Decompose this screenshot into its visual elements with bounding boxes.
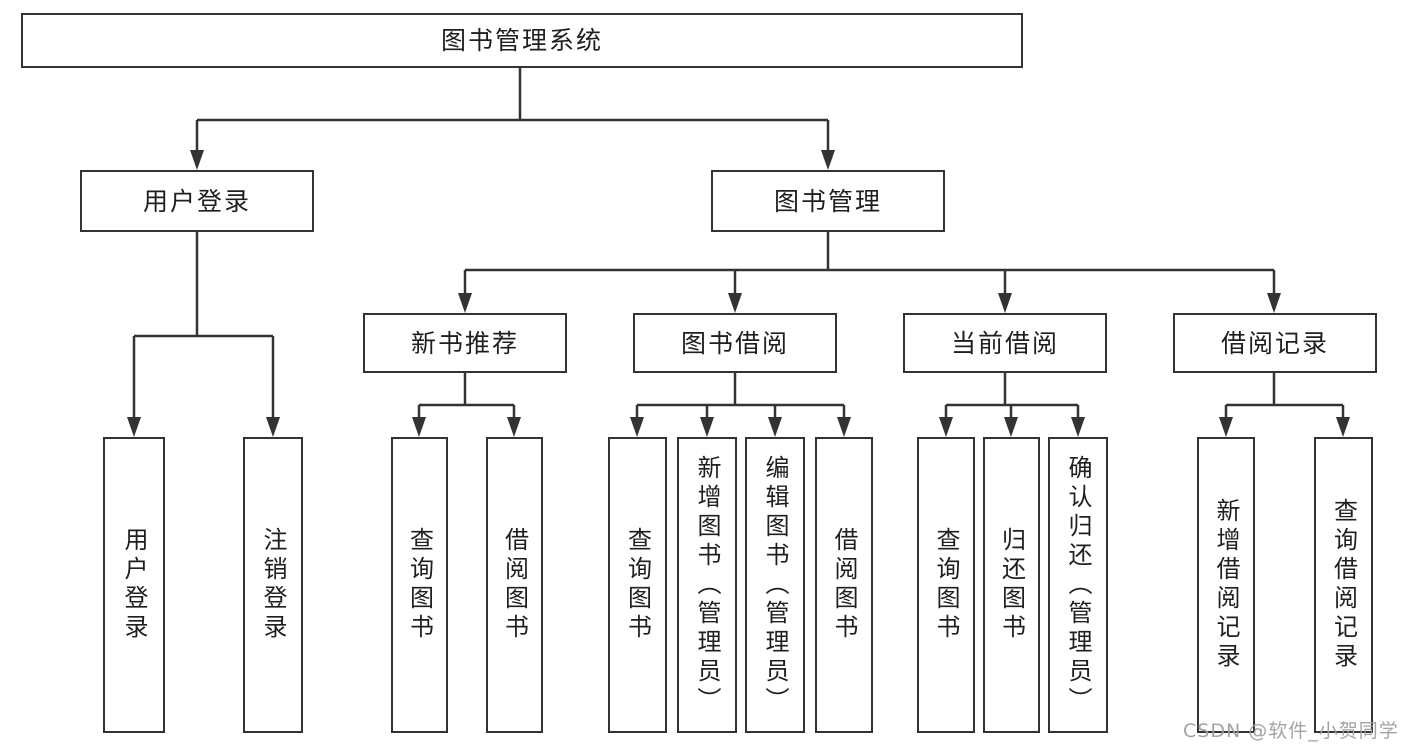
leaf-borrow-books-1-label: 借阅图书 [500, 527, 529, 643]
arrow-down-icon [127, 417, 141, 437]
node-current-borrow: 当前借阅 [903, 313, 1107, 373]
arrow-down-icon [458, 293, 472, 313]
node-new-book-recommend-label: 新书推荐 [410, 328, 519, 358]
arrow-down-icon [998, 293, 1012, 313]
leaf-borrow-books-2-label: 借阅图书 [830, 527, 858, 643]
connector-book-management-to-level3 [463, 232, 1276, 296]
arrow-down-icon [700, 417, 714, 437]
arrow-down-icon [630, 417, 644, 437]
leaf-borrow-books-2: 借阅图书 [815, 437, 873, 733]
leaf-borrow-books-1: 借阅图书 [486, 437, 543, 733]
node-book-borrow-label: 图书借阅 [680, 328, 789, 358]
arrow-down-icon [1071, 417, 1085, 437]
leaf-add-book-admin-label: 新增图书（管理员） [693, 454, 721, 716]
arrow-down-icon [1267, 293, 1281, 313]
node-new-book-recommend: 新书推荐 [363, 313, 567, 373]
arrow-down-icon [1219, 417, 1233, 437]
leaf-logout-label: 注销登录 [259, 527, 287, 643]
leaf-edit-book-admin-label: 编辑图书（管理员） [761, 454, 789, 716]
node-root: 图书管理系统 [21, 13, 1023, 68]
arrow-down-icon [266, 417, 280, 437]
node-book-management: 图书管理 [711, 170, 945, 232]
arrow-down-icon [507, 417, 521, 437]
leaf-return-book-label: 归还图书 [997, 527, 1026, 643]
connector-lines [132, 68, 1345, 420]
leaf-user-login-label: 用户登录 [120, 527, 148, 643]
node-user-login-label: 用户登录 [142, 186, 251, 216]
connector-new-book-recommend-to-leaves [417, 373, 516, 420]
arrowhead-icons [127, 150, 1350, 437]
arrow-down-icon [1336, 417, 1350, 437]
node-borrow-records-label: 借阅记录 [1220, 328, 1329, 358]
leaf-query-borrow-record-label: 查询借阅记录 [1329, 498, 1358, 672]
arrow-down-icon [190, 150, 204, 170]
leaf-query-borrow-record: 查询借阅记录 [1314, 437, 1373, 733]
arrow-down-icon [412, 417, 426, 437]
node-user-login: 用户登录 [80, 170, 314, 232]
arrow-down-icon [728, 293, 742, 313]
leaf-query-books-1: 查询图书 [391, 437, 448, 733]
csdn-watermark: CSDN @软件_小贺同学 [1183, 720, 1399, 742]
leaf-confirm-return-admin-label: 确认归还（管理员） [1064, 454, 1092, 716]
arrow-down-icon [939, 417, 953, 437]
leaf-logout: 注销登录 [243, 437, 303, 733]
connector-borrow-records-to-leaves [1224, 373, 1345, 420]
connector-user-login-to-leaves [132, 232, 275, 420]
leaf-add-borrow-record: 新增借阅记录 [1197, 437, 1255, 733]
leaf-return-book: 归还图书 [983, 437, 1040, 733]
connector-root-to-level2 [195, 68, 830, 152]
arrow-down-icon [821, 150, 835, 170]
leaf-edit-book-admin: 编辑图书（管理员） [745, 437, 805, 733]
node-book-borrow: 图书借阅 [633, 313, 837, 373]
leaf-add-borrow-record-label: 新增借阅记录 [1212, 498, 1240, 672]
leaf-query-books-2: 查询图书 [608, 437, 667, 733]
leaf-user-login: 用户登录 [103, 437, 165, 733]
leaf-add-book-admin: 新增图书（管理员） [677, 437, 737, 733]
arrow-down-icon [768, 417, 782, 437]
node-root-label: 图书管理系统 [440, 26, 603, 55]
node-borrow-records: 借阅记录 [1173, 313, 1377, 373]
leaf-query-books-3: 查询图书 [917, 437, 975, 733]
leaf-confirm-return-admin: 确认归还（管理员） [1048, 437, 1108, 733]
connector-current-borrow-to-leaves [944, 373, 1080, 420]
leaf-query-books-1-label: 查询图书 [405, 527, 434, 643]
arrow-down-icon [837, 417, 851, 437]
arrow-down-icon [1004, 417, 1018, 437]
node-book-management-label: 图书管理 [773, 186, 882, 216]
node-current-borrow-label: 当前借阅 [950, 328, 1059, 358]
leaf-query-books-3-label: 查询图书 [932, 527, 960, 643]
leaf-query-books-2-label: 查询图书 [623, 527, 652, 643]
connector-book-borrow-to-leaves [635, 373, 846, 420]
